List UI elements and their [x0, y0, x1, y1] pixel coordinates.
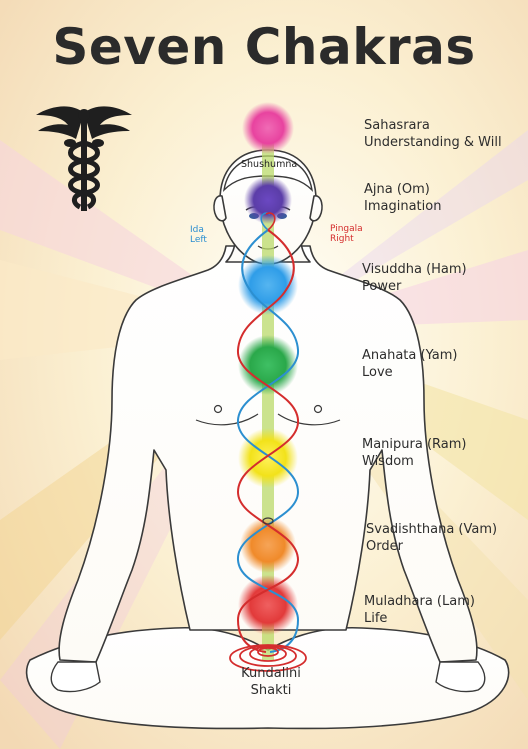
chakra-name: Visuddha (Ham) — [362, 262, 467, 277]
shushumna-label: Shushumna — [241, 160, 297, 170]
kundalini-line2: Shakti — [226, 682, 316, 699]
chakra-label-visuddha: Visuddha (Ham) Power — [362, 261, 467, 295]
chakra-name: Ajna (Om) — [364, 182, 430, 197]
chakra-label-sahasrara: Sahasrara Understanding & Will — [364, 117, 502, 151]
chakra-orb-ajna — [244, 176, 292, 224]
chakra-meaning: Life — [364, 610, 475, 627]
chakra-orb-sahasrara — [242, 102, 294, 154]
kundalini-line1: Kundalini — [226, 665, 316, 682]
chakra-meaning: Order — [366, 538, 497, 555]
pingala-side: Right — [330, 234, 363, 244]
ida-side: Left — [190, 235, 207, 245]
kundalini-label: Kundalini Shakti — [226, 665, 316, 699]
chakra-label-ajna: Ajna (Om) Imagination — [364, 181, 441, 215]
chakra-label-anahata: Anahata (Yam) Love — [362, 347, 457, 381]
chakra-name: Manipura (Ram) — [362, 437, 467, 452]
chakra-name: Svadishthana (Vam) — [366, 522, 497, 537]
chakra-name: Anahata (Yam) — [362, 348, 457, 363]
pingala-label: Pingala Right — [330, 224, 363, 244]
chakra-label-svadishthana: Svadishthana (Vam) Order — [366, 521, 497, 555]
chakra-label-manipura: Manipura (Ram) Wisdom — [362, 436, 467, 470]
chakra-meaning: Imagination — [364, 198, 441, 215]
chakra-meaning: Understanding & Will — [364, 134, 502, 151]
chakra-meaning: Love — [362, 364, 457, 381]
chakra-meaning: Wisdom — [362, 453, 467, 470]
chakra-orb-manipura — [238, 428, 298, 488]
chakra-orb-muladhara — [238, 575, 298, 635]
chakra-meaning: Power — [362, 278, 467, 295]
ida-name: Ida — [190, 225, 207, 235]
chakra-name: Muladhara (Lam) — [364, 594, 475, 609]
ida-label: Ida Left — [190, 225, 207, 245]
chakra-label-muladhara: Muladhara (Lam) Life — [364, 593, 475, 627]
chakra-name: Sahasrara — [364, 118, 430, 133]
pingala-name: Pingala — [330, 224, 363, 234]
